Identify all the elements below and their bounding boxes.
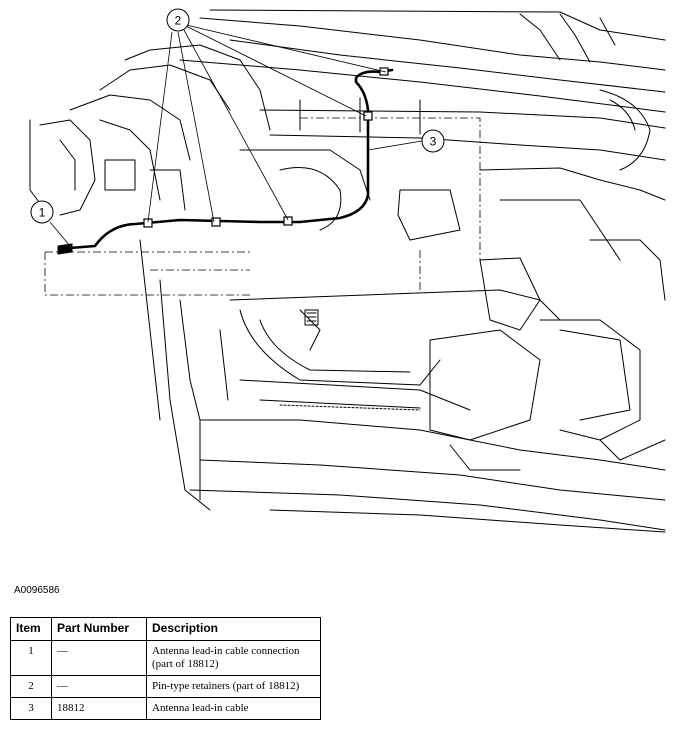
pin-type-retainers bbox=[143, 67, 389, 228]
cell-item: 2 bbox=[10, 675, 52, 698]
header-part-number: Part Number bbox=[51, 617, 147, 641]
header-description: Description bbox=[146, 617, 321, 641]
antenna-connector-end bbox=[57, 243, 73, 255]
cell-item: 3 bbox=[10, 697, 52, 720]
cell-part-number: — bbox=[51, 675, 147, 698]
callout-2-label: 2 bbox=[175, 14, 182, 28]
cell-description: Pin-type retainers (part of 18812) bbox=[146, 675, 321, 698]
antenna-lead-in-cable bbox=[68, 68, 394, 250]
callout-1: 1 bbox=[30, 200, 54, 224]
callout-2: 2 bbox=[166, 8, 190, 32]
parts-table: Item Part Number Description 1 — Antenna… bbox=[10, 617, 321, 720]
cell-part-number: — bbox=[51, 640, 147, 676]
leader-lines bbox=[49, 23, 423, 247]
table-row: 1 — Antenna lead-in cable connection (pa… bbox=[10, 640, 321, 676]
figure-id: A0096586 bbox=[14, 585, 60, 596]
cell-item: 1 bbox=[10, 640, 52, 676]
table-row: 2 — Pin-type retainers (part of 18812) bbox=[10, 675, 321, 698]
table-header-row: Item Part Number Description bbox=[10, 617, 321, 641]
table-row: 3 18812 Antenna lead-in cable bbox=[10, 697, 321, 720]
cell-description: Antenna lead-in cable connection (part o… bbox=[146, 640, 321, 676]
cell-part-number: 18812 bbox=[51, 697, 147, 720]
phantom-lines bbox=[44, 117, 481, 296]
cell-description: Antenna lead-in cable bbox=[146, 697, 321, 720]
header-item: Item bbox=[10, 617, 52, 641]
vehicle-instrument-panel-diagram: 1 2 3 bbox=[29, 8, 666, 533]
vehicle-structure-linework bbox=[29, 9, 666, 533]
callout-3: 3 bbox=[421, 129, 445, 153]
callout-1-label: 1 bbox=[39, 206, 46, 220]
callout-3-label: 3 bbox=[430, 135, 437, 149]
